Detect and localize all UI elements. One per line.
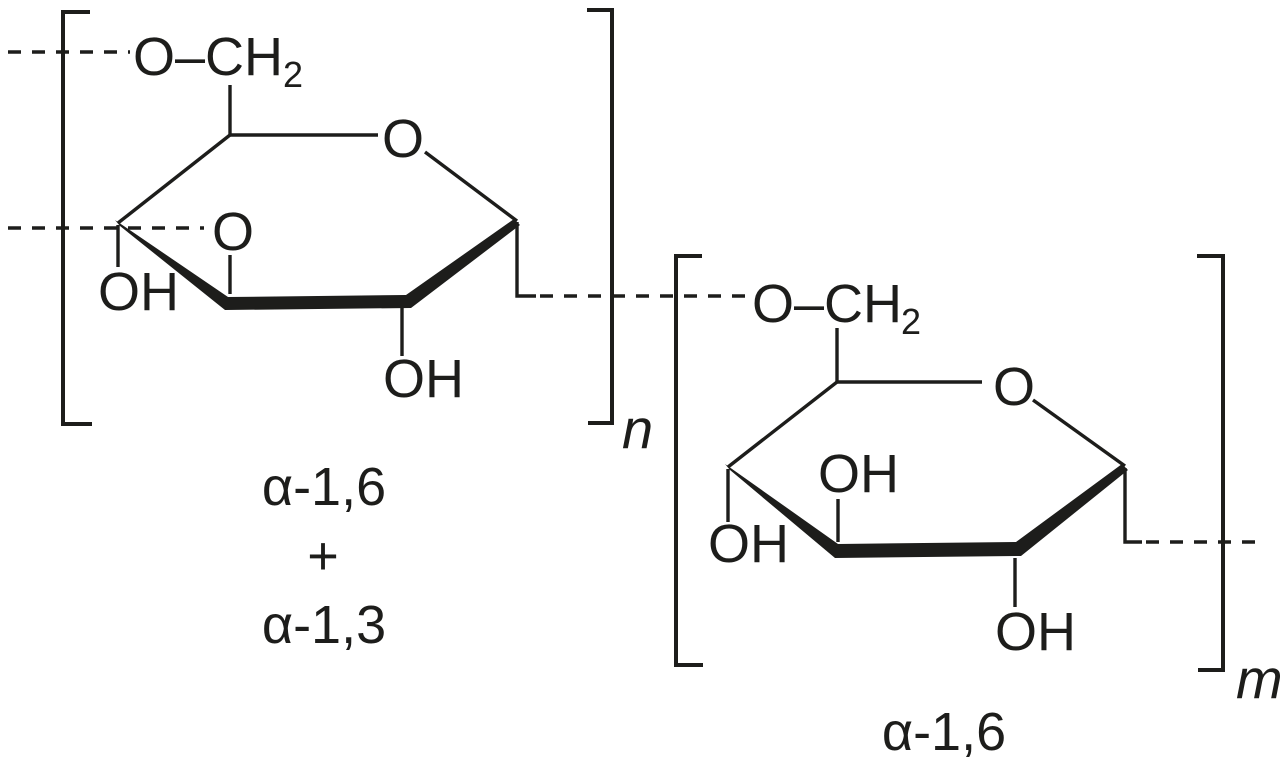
right-unit-close-bracket bbox=[1197, 254, 1225, 672]
left-ring-bold-front-edge bbox=[115, 219, 520, 310]
left-c3-branch-oxygen-label: O bbox=[212, 202, 254, 262]
left-ring-oxygen-label: O bbox=[382, 109, 424, 169]
right-ch2-group-label: O–CH bbox=[752, 274, 902, 334]
left-ch2-subscript: 2 bbox=[283, 54, 303, 95]
left-linkage-label-line1: α-1,6 bbox=[262, 457, 386, 517]
right-c2-hydroxyl-label: OH bbox=[995, 602, 1076, 662]
left-linkage-label-line2: + bbox=[307, 526, 339, 586]
left-c4-hydroxyl-label: OH bbox=[98, 262, 179, 322]
right-unit-repeat-index: m bbox=[1236, 647, 1280, 710]
left-c2-hydroxyl-label: OH bbox=[383, 349, 464, 409]
left-c1-tail-bond bbox=[515, 222, 536, 298]
right-ring-bold-front-edge bbox=[725, 464, 1128, 558]
right-c3-hydroxyl-label: OH bbox=[818, 444, 899, 504]
left-unit-repeat-index: n bbox=[622, 397, 653, 460]
right-repeat-unit: O–CH 2 O OH OH OH m α-1,6 bbox=[674, 254, 1280, 762]
right-unit-open-bracket bbox=[674, 254, 703, 667]
left-repeat-unit: O–CH 2 O OH O OH n α-1,6 + α-1,3 bbox=[8, 8, 653, 655]
right-c5-c4-bond bbox=[726, 380, 839, 469]
left-unit-open-bracket bbox=[61, 10, 92, 426]
right-c4-hydroxyl-label: OH bbox=[708, 514, 789, 574]
left-unit-close-bracket bbox=[587, 8, 614, 425]
left-c5-c4-bond bbox=[116, 133, 232, 225]
left-ring-oxygen-c1-bond bbox=[423, 150, 519, 223]
right-ring-oxygen-label: O bbox=[993, 357, 1035, 417]
right-ring-oxygen-c1-bond bbox=[1032, 398, 1126, 468]
left-ch2-group-label: O–CH bbox=[133, 27, 283, 87]
right-c1-tail-bond bbox=[1123, 468, 1142, 544]
right-linkage-label: α-1,6 bbox=[882, 702, 1006, 762]
right-ch2-subscript: 2 bbox=[901, 301, 921, 342]
left-linkage-label-line3: α-1,3 bbox=[262, 595, 386, 655]
